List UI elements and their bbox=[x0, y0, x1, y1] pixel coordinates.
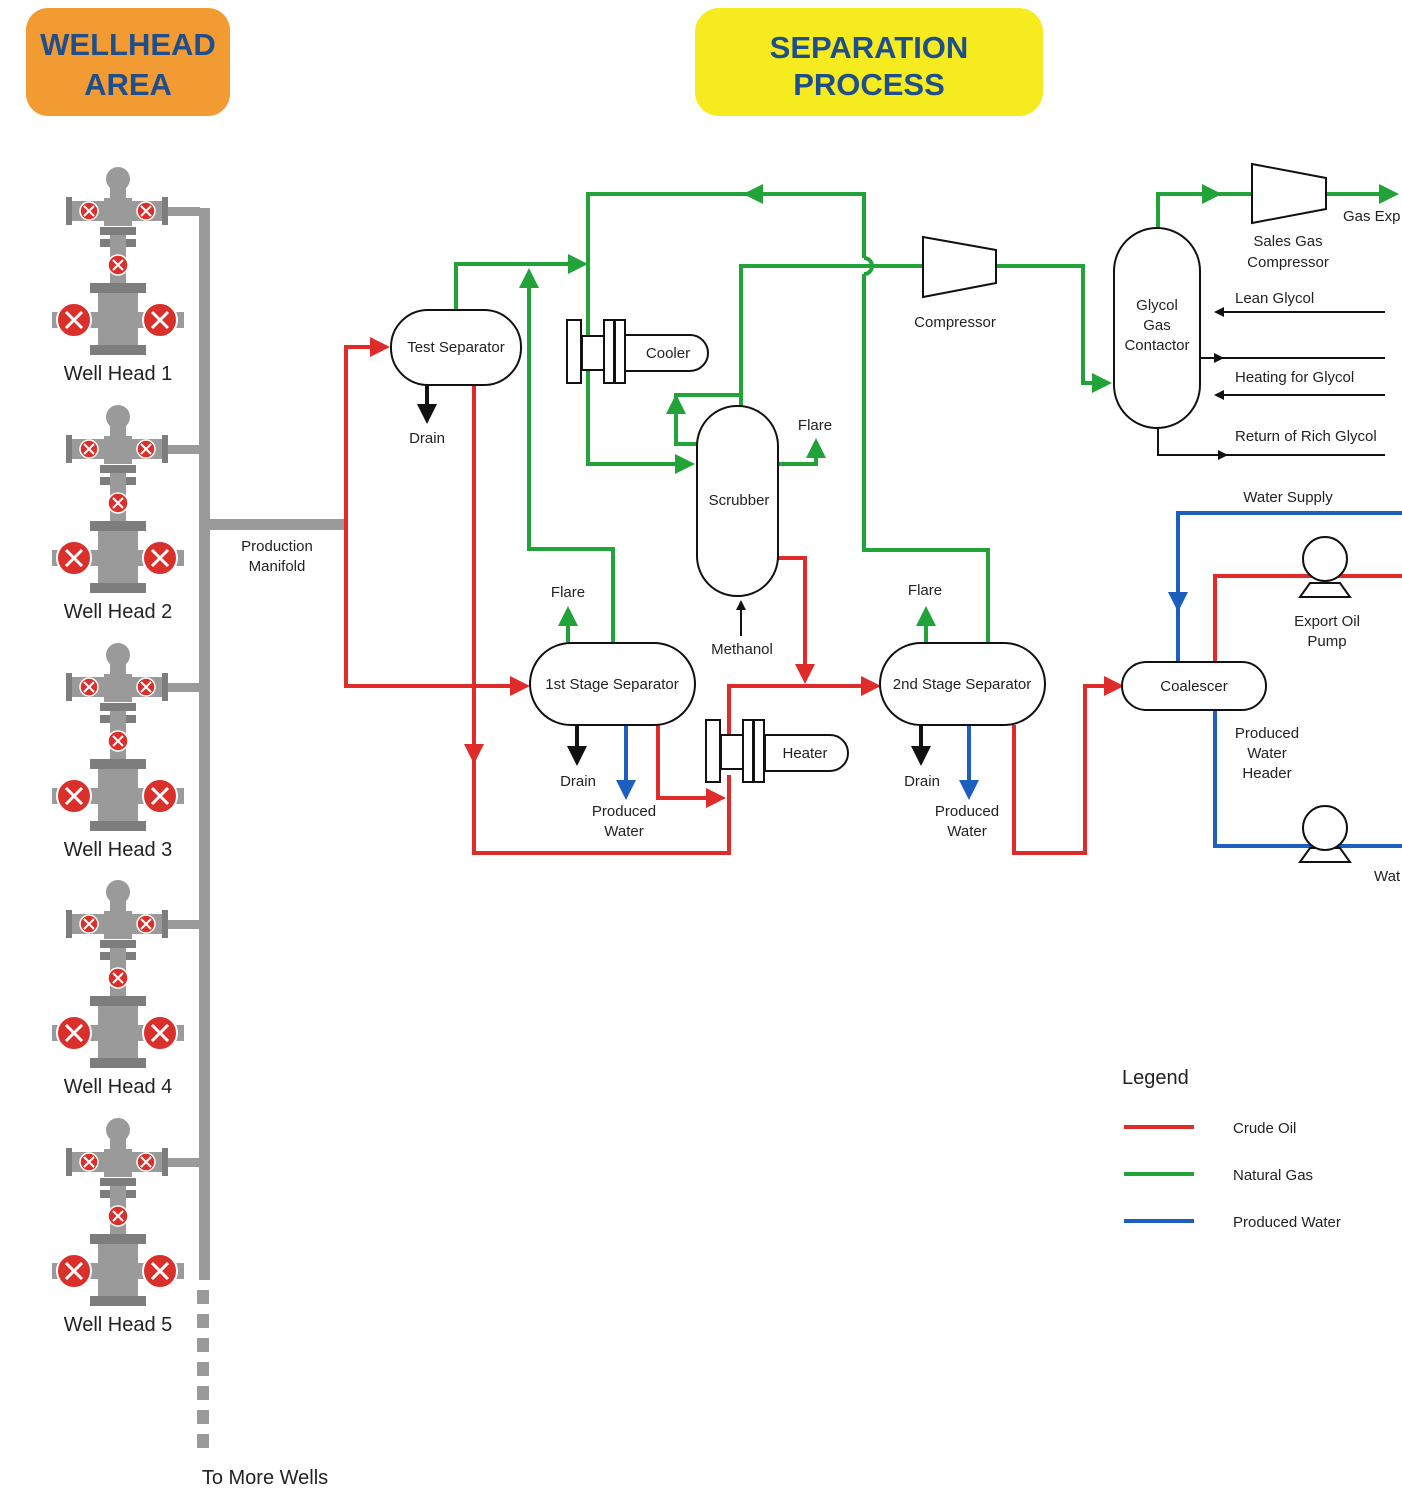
svg-text:WELLHEAD: WELLHEAD bbox=[40, 27, 216, 62]
second-stage-separator: 2nd Stage Separator bbox=[879, 642, 1046, 726]
wellhead-3: Well Head 3 bbox=[52, 643, 200, 861]
wellhead-1: Well Head 1 bbox=[52, 167, 200, 385]
first-stage-drain-label: Drain bbox=[560, 773, 596, 790]
wellhead-5: Well Head 5 bbox=[52, 1118, 200, 1336]
return-rich-glycol-label: Return of Rich Glycol bbox=[1235, 428, 1377, 445]
produced-water-header-label-2: Water bbox=[1247, 745, 1286, 762]
svg-text:Gas: Gas bbox=[1143, 317, 1171, 334]
separation-process-banner: SEPARATION PROCESS bbox=[695, 8, 1043, 116]
legend-item: Produced Water bbox=[1124, 1214, 1341, 1231]
svg-text:2nd Stage Separator: 2nd Stage Separator bbox=[893, 676, 1031, 693]
wellhead-label: Well Head 4 bbox=[64, 1076, 173, 1098]
production-manifold: Production Manifold To More Wells bbox=[197, 208, 346, 1489]
glycol-gas-contactor: Glycol Gas Contactor bbox=[1113, 227, 1201, 429]
scrubber-flare-label: Flare bbox=[798, 417, 832, 434]
wellhead-label: Well Head 1 bbox=[64, 363, 173, 385]
sales-gas-compressor: Sales Gas Compressor bbox=[1247, 162, 1329, 271]
svg-text:SEPARATION: SEPARATION bbox=[770, 30, 969, 65]
legend-item: Crude Oil bbox=[1124, 1120, 1296, 1137]
test-separator: Test Separator bbox=[390, 309, 522, 386]
first-stage-produced-water-label-2: Water bbox=[604, 823, 643, 840]
svg-text:Heater: Heater bbox=[782, 745, 827, 762]
wellhead-2: Well Head 2 bbox=[52, 405, 200, 623]
legend-label: Natural Gas bbox=[1233, 1167, 1313, 1184]
to-more-wells-label: To More Wells bbox=[202, 1467, 328, 1487]
wellhead-4: Well Head 4 bbox=[52, 880, 200, 1098]
svg-text:1st Stage Separator: 1st Stage Separator bbox=[545, 676, 678, 693]
compressor: Compressor bbox=[914, 235, 997, 331]
test-separator-drain-label: Drain bbox=[409, 430, 445, 447]
production-manifold-label: Production bbox=[241, 538, 313, 555]
svg-text:Coalescer: Coalescer bbox=[1160, 678, 1228, 695]
crude-oil-lines bbox=[344, 337, 1402, 855]
legend-title: Legend bbox=[1122, 1067, 1189, 1089]
second-stage-drain-label: Drain bbox=[904, 773, 940, 790]
svg-text:Compressor: Compressor bbox=[1247, 254, 1329, 271]
lean-glycol-label: Lean Glycol bbox=[1235, 290, 1314, 307]
produced-water-lines bbox=[616, 511, 1402, 848]
export-oil-pump: Export Oil Pump bbox=[1294, 536, 1360, 650]
second-stage-produced-water-label: Produced bbox=[935, 803, 999, 820]
svg-text:Pump: Pump bbox=[1307, 633, 1346, 650]
heater: Heater bbox=[705, 719, 849, 783]
manifold-dashed-extension bbox=[197, 1290, 209, 1448]
second-stage-produced-water-label-2: Water bbox=[947, 823, 986, 840]
coalescer: Coalescer bbox=[1121, 661, 1267, 711]
heating-for-glycol-label: Heating for Glycol bbox=[1235, 369, 1354, 386]
cooler: Cooler bbox=[566, 319, 709, 384]
svg-text:Contactor: Contactor bbox=[1124, 337, 1189, 354]
svg-text:PROCESS: PROCESS bbox=[793, 67, 945, 102]
legend-item: Natural Gas bbox=[1124, 1167, 1313, 1184]
svg-text:Scrubber: Scrubber bbox=[709, 492, 770, 509]
water-pump: Wat bbox=[1298, 805, 1401, 885]
water-supply-label: Water Supply bbox=[1243, 489, 1333, 506]
first-stage-separator: 1st Stage Separator bbox=[529, 642, 696, 726]
methanol-label: Methanol bbox=[711, 641, 773, 658]
svg-text:Sales Gas: Sales Gas bbox=[1253, 233, 1322, 250]
svg-text:AREA: AREA bbox=[84, 67, 172, 102]
svg-text:Test Separator: Test Separator bbox=[407, 339, 505, 356]
svg-text:Cooler: Cooler bbox=[646, 345, 690, 362]
first-stage-produced-water-label: Produced bbox=[592, 803, 656, 820]
svg-text:Compressor: Compressor bbox=[914, 314, 996, 331]
scrubber: Scrubber bbox=[696, 405, 779, 597]
svg-text:Glycol: Glycol bbox=[1136, 297, 1178, 314]
production-manifold-label-2: Manifold bbox=[249, 558, 306, 575]
wellhead-area-banner: WELLHEAD AREA bbox=[26, 8, 230, 116]
gas-export-label: Gas Exp bbox=[1343, 208, 1401, 225]
produced-water-header-label: Produced bbox=[1235, 725, 1299, 742]
wellhead-label: Well Head 2 bbox=[64, 601, 173, 623]
natural-gas-lines bbox=[454, 184, 1399, 644]
produced-water-header-label-3: Header bbox=[1242, 765, 1291, 782]
first-stage-flare-label: Flare bbox=[551, 584, 585, 601]
legend-label: Produced Water bbox=[1233, 1214, 1341, 1231]
legend-label: Crude Oil bbox=[1233, 1120, 1296, 1137]
wellhead-label: Well Head 3 bbox=[64, 839, 173, 861]
second-stage-flare-label: Flare bbox=[908, 582, 942, 599]
wellhead-label: Well Head 5 bbox=[64, 1314, 173, 1336]
utility-lines bbox=[417, 307, 1385, 766]
svg-text:Wat: Wat bbox=[1374, 868, 1401, 885]
wellheads-group: Well Head 1 Well Head 2 Well Head 3 Well He… bbox=[52, 167, 200, 1336]
svg-text:Export Oil: Export Oil bbox=[1294, 613, 1360, 630]
